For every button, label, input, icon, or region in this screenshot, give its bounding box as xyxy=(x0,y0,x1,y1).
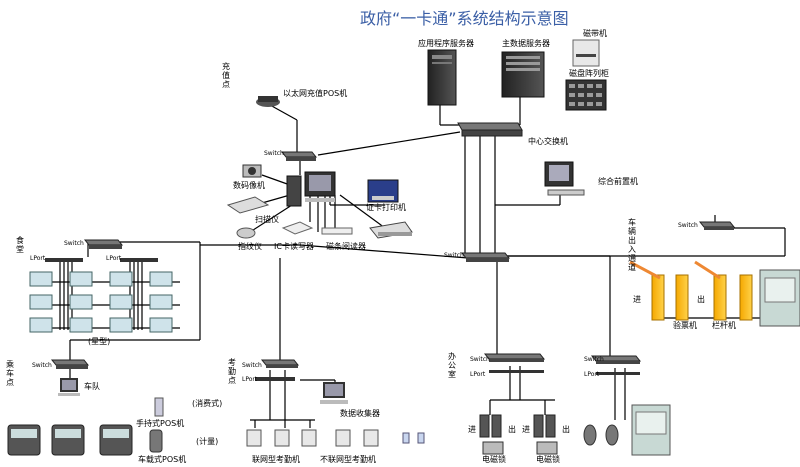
fingerprint-reader-icon xyxy=(236,227,256,239)
app-server-label: 应用程序服务器 xyxy=(418,39,474,48)
hub-switch-icon xyxy=(460,252,511,262)
disk-array-label: 磁盘阵列柜 xyxy=(569,69,609,78)
parking-booth-icon xyxy=(759,269,800,327)
barcode-reader-icon xyxy=(321,227,353,235)
hub-switch-label: Switch xyxy=(444,252,464,259)
office-label: 办公室 xyxy=(448,352,456,379)
checker-label: 验票机 xyxy=(673,321,697,330)
db-server-icon xyxy=(501,51,545,98)
db-server-label: 主数据服务器 xyxy=(502,39,550,48)
ic-card-reader-icon xyxy=(281,221,314,235)
handheld-pos-icon xyxy=(154,397,164,417)
office-readers-right xyxy=(583,424,619,446)
count-mode-label: (计量) xyxy=(196,437,219,446)
attendance-switch-label: Switch xyxy=(242,362,262,369)
bus-switch-label: Switch xyxy=(32,362,52,369)
door-readers xyxy=(479,414,556,438)
office-lport-label: LPort xyxy=(470,371,486,378)
office-switch-label: Switch xyxy=(470,356,490,363)
canteen-lport-left: LPort xyxy=(30,255,46,262)
guard-booth-office-icon xyxy=(631,404,671,456)
bus-point-label: 乘车点 xyxy=(6,360,14,387)
attendance-point-label: 考勤点 xyxy=(228,358,236,385)
recharge-point-label: 充值点 xyxy=(222,62,230,89)
recharge-switch-icon xyxy=(280,151,318,161)
office-lport-right-label: LPort xyxy=(584,371,600,378)
canteen-label: 食堂 xyxy=(16,236,24,254)
data-collector-icon xyxy=(320,382,348,404)
printer-icon xyxy=(369,221,413,239)
diagram-title: 政府“一卡通”系统结构示意图 xyxy=(360,9,569,28)
app-server-icon xyxy=(427,49,457,106)
vehicle-io-label: 车辆出入通道 xyxy=(628,218,636,272)
fingerprint-label: 指纹仪 xyxy=(238,242,262,251)
office-exit-right: 出 xyxy=(562,425,570,434)
registration-pc-icon xyxy=(286,171,336,207)
ethernet-pos-label: 以太网充值POS机 xyxy=(283,89,348,98)
card-printer-icon xyxy=(367,179,399,203)
net-attendance-terminals xyxy=(246,429,317,447)
office-switch-icon xyxy=(483,353,642,375)
net-attendance-label: 联网型考勤机 xyxy=(252,455,300,464)
bus-switch-icon xyxy=(50,359,90,369)
offline-attendance-terminals xyxy=(335,429,379,447)
fleet-pc-icon xyxy=(58,378,80,396)
tape-label: 磁带机 xyxy=(583,29,607,38)
tape-drive-icon xyxy=(572,39,600,67)
scanner-label: 扫描仪 xyxy=(255,215,279,224)
recharge-pos-icon xyxy=(256,96,280,107)
barrier-label: 栏杆机 xyxy=(712,321,736,330)
data-collector-label: 数据收集器 xyxy=(340,409,380,418)
office-switch-right-label: Switch xyxy=(584,356,604,363)
parking-switch-icon xyxy=(698,221,736,230)
deduct-mode-label: (消费式) xyxy=(192,399,223,408)
canteen-switch-label: Switch xyxy=(64,240,84,247)
door-lock-label-left: 电磁锁 xyxy=(482,455,506,464)
card-printer-label: 证卡打印机 xyxy=(366,203,406,212)
vehicle-pos-label: 车载式POS机 xyxy=(138,455,187,464)
scanner-icon xyxy=(226,196,270,214)
fleet-label: 车队 xyxy=(84,382,100,391)
front-end-label: 综合前置机 xyxy=(598,177,638,186)
door-lock-icons xyxy=(482,441,558,455)
canteen-switch-icon xyxy=(45,239,158,262)
vehicle-pos-icon xyxy=(149,429,163,453)
attendance-switch-icon xyxy=(255,359,300,381)
canteen-lport-right: LPort xyxy=(106,255,122,262)
barrier-gates xyxy=(629,260,753,321)
front-end-pc-icon xyxy=(544,161,585,196)
door-lock-label-right: 电磁锁 xyxy=(536,455,560,464)
ic-reader-label: IC卡读写器 xyxy=(274,242,314,251)
office-exit-left: 出 xyxy=(508,425,516,434)
camera-label: 数码像机 xyxy=(233,181,265,190)
recharge-switch-label: Switch xyxy=(264,150,284,157)
barcode-reader-label: 磁条阅读器 xyxy=(326,242,366,251)
digital-camera-icon xyxy=(242,164,262,178)
core-switch-label: 中心交换机 xyxy=(528,137,568,146)
bus-windows xyxy=(11,429,129,438)
offline-attendance-label: 不联网型考勤机 xyxy=(320,455,376,464)
star-type-label: (星型) xyxy=(88,337,111,346)
canteen-pos-terminals xyxy=(29,271,173,333)
parking-switch-label: Switch xyxy=(678,222,698,229)
disk-array-icon xyxy=(565,79,607,111)
office-entry-left: 进 xyxy=(468,425,476,434)
core-switch-icon xyxy=(457,122,523,137)
office-entry-right: 进 xyxy=(522,425,530,434)
attendance-lport-label: LPort xyxy=(242,376,258,383)
entry-label: 进 xyxy=(633,295,641,304)
attendance-cards xyxy=(402,432,425,444)
handheld-pos-label: 手持式POS机 xyxy=(136,419,185,428)
exit-label: 出 xyxy=(697,295,705,304)
